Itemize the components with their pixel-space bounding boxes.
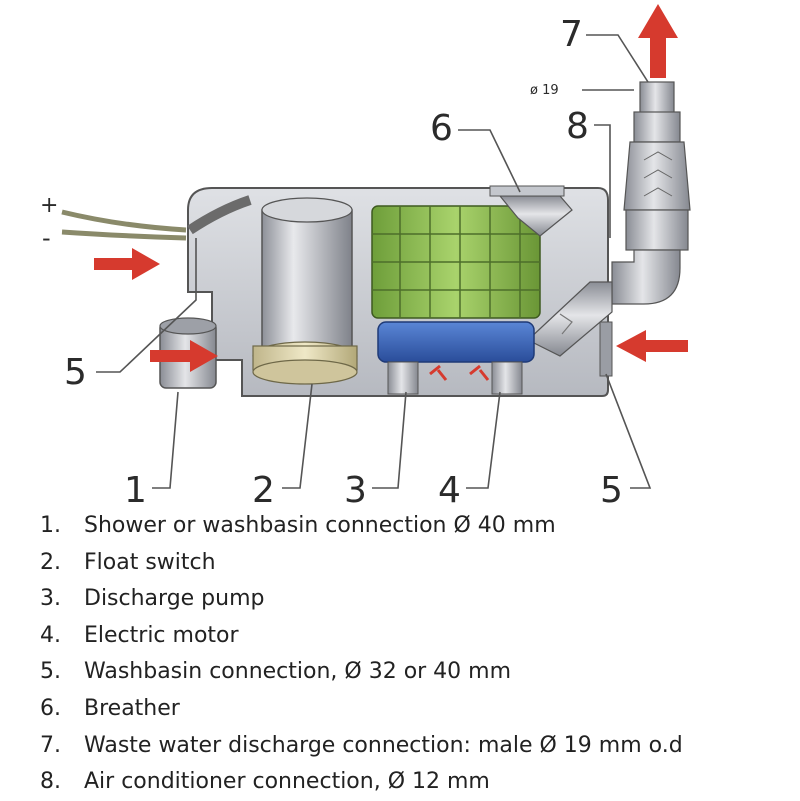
arrow-right-icon bbox=[94, 248, 160, 280]
pump-rotor bbox=[371, 205, 541, 319]
diameter-19-label: ø 19 bbox=[530, 83, 559, 98]
legend-number: 2. bbox=[40, 549, 61, 575]
legend-number: 5. bbox=[40, 659, 61, 685]
arrow-left-icon bbox=[616, 330, 688, 362]
legend-text: Float switch bbox=[84, 549, 216, 575]
parts-legend: 1. Shower or washbasin connection Ø 40 mm… bbox=[0, 508, 800, 801]
legend-item: 1. Shower or washbasin connection Ø 40 mm bbox=[0, 508, 800, 545]
electric-motor bbox=[377, 321, 535, 395]
legend-number: 4. bbox=[40, 622, 61, 648]
legend-number: 1. bbox=[40, 513, 61, 538]
pump-diagram: + - bbox=[40, 4, 691, 505]
callout-3: 3 bbox=[344, 470, 367, 505]
legend-text: Air conditioner connection, Ø 12 mm bbox=[84, 769, 490, 795]
legend-number: 6. bbox=[40, 695, 61, 721]
legend-text: Discharge pump bbox=[84, 586, 265, 612]
legend-text: Waste water discharge connection: male Ø… bbox=[84, 732, 683, 758]
callout-2: 2 bbox=[252, 470, 275, 505]
washbasin-connection-right bbox=[599, 321, 613, 377]
legend-text: Breather bbox=[84, 695, 180, 721]
callout-5-right: 5 bbox=[600, 470, 623, 505]
legend-number: 7. bbox=[40, 732, 61, 758]
callout-7: 7 bbox=[560, 14, 583, 55]
legend-item: 2. Float switch bbox=[0, 545, 800, 582]
breather bbox=[489, 185, 573, 237]
legend-text: Shower or washbasin connection Ø 40 mm bbox=[84, 513, 556, 538]
flow-arrows bbox=[94, 4, 688, 372]
arrow-up-icon bbox=[638, 4, 678, 78]
power-cable bbox=[61, 195, 252, 241]
arrow-right-icon bbox=[150, 340, 218, 372]
legend-item: 3. Discharge pump bbox=[0, 581, 800, 618]
internal-discharge-pipe bbox=[526, 281, 613, 357]
float-switch bbox=[252, 197, 358, 385]
callout-8: 8 bbox=[566, 106, 589, 147]
plus-sign: + bbox=[40, 193, 58, 218]
legend-item: 7. Waste water discharge connection: male… bbox=[0, 728, 800, 765]
callout-1: 1 bbox=[124, 470, 147, 505]
legend-text: Electric motor bbox=[84, 622, 239, 648]
legend-number: 3. bbox=[40, 586, 61, 612]
discharge-outlet-pipe bbox=[611, 81, 691, 305]
legend-text: Washbasin connection, Ø 32 or 40 mm bbox=[84, 659, 512, 685]
leader-lines bbox=[96, 34, 652, 489]
legend-item: 5. Washbasin connection, Ø 32 or 40 mm bbox=[0, 654, 800, 691]
legend-item: 4. Electric motor bbox=[0, 618, 800, 655]
legend-item: 8. Air conditioner connection, Ø 12 mm bbox=[0, 764, 800, 801]
legend-item: 6. Breather bbox=[0, 691, 800, 728]
callout-5-left: 5 bbox=[64, 352, 87, 393]
minus-sign: - bbox=[42, 224, 51, 252]
callout-4: 4 bbox=[438, 470, 461, 505]
legend-number: 8. bbox=[40, 769, 61, 795]
callout-6: 6 bbox=[430, 108, 453, 149]
